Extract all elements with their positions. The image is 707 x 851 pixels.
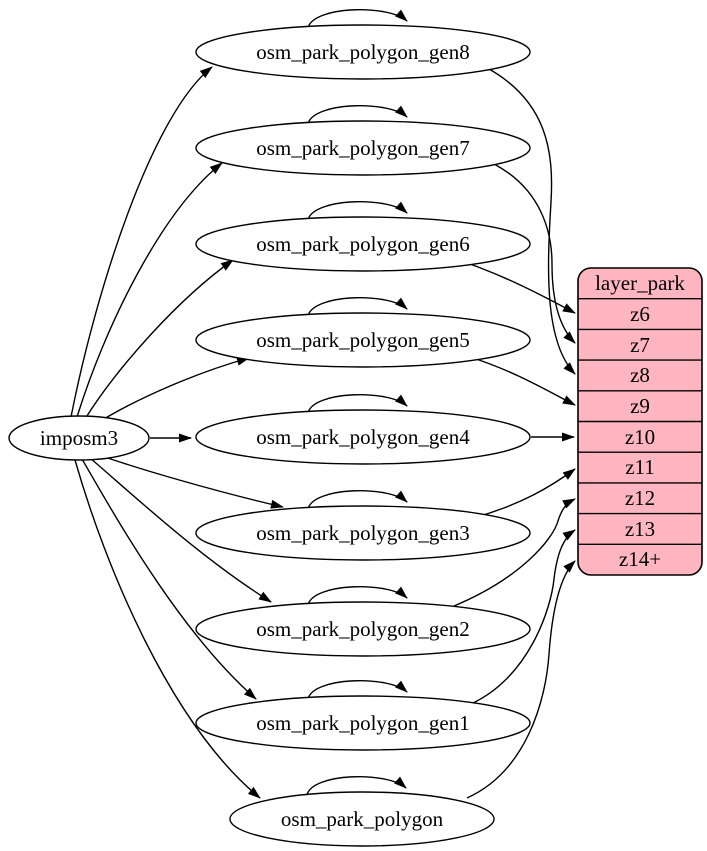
node-osm-park-polygon-gen4: osm_park_polygon_gen4 [195, 409, 531, 465]
self-loop-gen6 [307, 201, 408, 221]
edge-gen5-to-z9 [469, 356, 576, 406]
gen1-ellipse [195, 695, 531, 751]
edge-imposm3-to-gen3 [98, 454, 284, 509]
edge-imposm3-to-gen6 [84, 259, 234, 420]
gen2-ellipse [195, 601, 531, 657]
osm-park-polygon-label: osm_park_polygon [281, 807, 444, 831]
edge-imposm3-to-gen1 [81, 458, 257, 700]
edge-gen8-to-z8 [488, 68, 576, 375]
self-loop-gen5 [307, 297, 408, 317]
edge-gen7-to-z7 [493, 163, 576, 344]
node-osm-park-polygon-gen2: osm_park_polygon_gen2 [195, 601, 531, 657]
imposm3-ellipse [8, 415, 150, 461]
self-loop-osm-park-polygon [306, 776, 407, 796]
layer-park-row-z12: z12 [625, 486, 655, 510]
edge-imposm3-to-gen5 [98, 356, 250, 423]
edges-to-layer [449, 68, 576, 799]
edge-imposm3-to-gen2 [89, 457, 272, 603]
node-osm-park-polygon-gen5: osm_park_polygon_gen5 [195, 312, 531, 368]
edges-from-source [70, 66, 284, 799]
edge-imposm3-to-gen8 [70, 66, 213, 418]
gen7-ellipse [195, 120, 531, 176]
self-loop-gen2 [307, 586, 408, 606]
gen7-label: osm_park_polygon_gen7 [256, 136, 469, 160]
node-osm-park-polygon-gen1: osm_park_polygon_gen1 [195, 695, 531, 751]
edge-osm-park-polygon-to-z14plus [466, 560, 576, 799]
layer-park-row-z13: z13 [625, 517, 655, 541]
layer-park-title: layer_park [595, 271, 685, 295]
gen1-label: osm_park_polygon_gen1 [256, 711, 469, 735]
edge-gen2-to-z12 [453, 498, 576, 607]
gen5-ellipse [195, 312, 531, 368]
node-osm-park-polygon: osm_park_polygon [229, 791, 495, 847]
gen6-label: osm_park_polygon_gen6 [256, 232, 469, 256]
layer-park-row-z11: z11 [625, 455, 655, 479]
self-loop-edges [306, 9, 408, 796]
gen4-label: osm_park_polygon_gen4 [256, 425, 470, 449]
node-osm-park-polygon-gen7: osm_park_polygon_gen7 [195, 120, 531, 176]
node-imposm3: imposm3 [8, 415, 150, 461]
layer-park-row-z7: z7 [630, 333, 650, 357]
self-loop-gen4 [307, 394, 408, 414]
imposm3-label: imposm3 [40, 426, 118, 450]
edge-gen1-to-z13 [470, 529, 576, 705]
osm-park-polygon-ellipse [229, 791, 495, 847]
node-osm-park-polygon-gen3: osm_park_polygon_gen3 [195, 505, 531, 561]
layer-park-row-z6: z6 [630, 302, 650, 326]
gen4-ellipse [195, 409, 531, 465]
gen6-ellipse [195, 216, 531, 272]
self-loop-gen1 [307, 680, 408, 700]
edge-gen3-to-z11 [476, 468, 576, 518]
gen3-label: osm_park_polygon_gen3 [256, 521, 469, 545]
node-osm-park-polygon-gen8: osm_park_polygon_gen8 [195, 24, 531, 80]
gen3-ellipse [195, 505, 531, 561]
self-loop-gen7 [307, 105, 408, 125]
gen8-label: osm_park_polygon_gen8 [256, 40, 469, 64]
layer-park-row-z8: z8 [630, 363, 650, 387]
edge-imposm3-to-osm-park-polygon [74, 459, 261, 799]
gen8-ellipse [195, 24, 531, 80]
edge-imposm3-to-gen7 [76, 162, 223, 418]
node-layer-park: layer_park z6 z7 z8 z9 z10 z11 z12 z13 z… [577, 267, 703, 576]
node-osm-park-polygon-gen6: osm_park_polygon_gen6 [195, 216, 531, 272]
gen5-label: osm_park_polygon_gen5 [256, 328, 469, 352]
layer-park-row-z9: z9 [630, 394, 650, 418]
self-loop-gen3 [307, 490, 408, 510]
gen2-label: osm_park_polygon_gen2 [256, 617, 469, 641]
self-loop-gen8 [307, 9, 408, 29]
layer-park-row-z14plus: z14+ [619, 547, 661, 571]
layer-park-row-z10: z10 [625, 425, 655, 449]
